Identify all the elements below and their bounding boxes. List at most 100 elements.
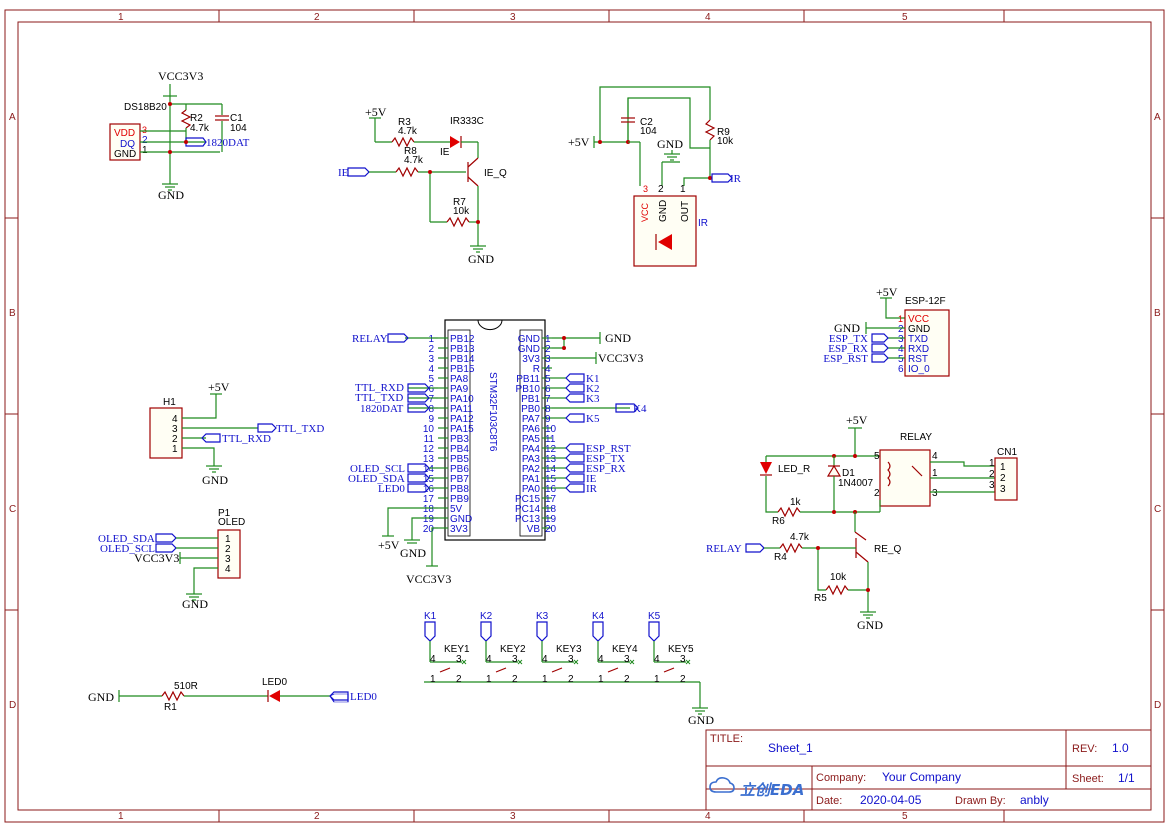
svg-text:1: 1 <box>680 184 686 195</box>
svg-text:2: 2 <box>456 674 462 685</box>
mcu-right-pin-num: 13 <box>545 454 557 465</box>
svg-text:R6: R6 <box>772 516 785 527</box>
outer-frame <box>4 9 1165 823</box>
net-flag <box>565 443 585 453</box>
mcu-left-pin-num: 15 <box>423 474 435 485</box>
svg-text:GND: GND <box>400 546 426 560</box>
mcu-right-pin-label: PB1 <box>521 394 540 405</box>
net-flag <box>565 483 585 493</box>
cloud-logo-icon <box>709 777 735 793</box>
svg-text:Sheet_1: Sheet_1 <box>768 741 813 755</box>
svg-text:1: 1 <box>118 811 124 822</box>
mcu-right-net-label: ESP_RST <box>586 443 631 455</box>
mcu-right-pin-num: 20 <box>545 524 557 535</box>
svg-text:4: 4 <box>705 12 711 23</box>
mcu-left-pin-num: 6 <box>428 384 434 395</box>
svg-text:+5V: +5V <box>876 285 898 299</box>
svg-text:+5V: +5V <box>208 380 230 394</box>
mcu-right-pin-num: 18 <box>545 504 557 515</box>
svg-text:510R: 510R <box>174 681 198 692</box>
svg-text:1820DAT: 1820DAT <box>360 403 404 415</box>
mcu-right-net-label: K5 <box>586 413 600 425</box>
svg-text:VCC3V3: VCC3V3 <box>134 551 179 565</box>
key-net-flag <box>592 621 604 642</box>
mcu-left-pin-label: PA10 <box>450 394 474 405</box>
mcu-left-pin-num: 3 <box>428 354 434 365</box>
mcu-left-pin-num: 16 <box>423 484 435 495</box>
led0-block: GND 510R R1 LED0 LED0 <box>88 677 377 713</box>
svg-text:3: 3 <box>680 654 686 665</box>
mcu-right-net-label: IR <box>586 483 598 495</box>
mcu-right-net-label: K2 <box>586 383 599 395</box>
svg-text:3: 3 <box>456 654 462 665</box>
svg-text:4: 4 <box>598 654 604 665</box>
svg-text:GND: GND <box>88 690 114 704</box>
title-block: TITLE: Sheet_1 REV: 1.0 Company: Your Co… <box>705 729 1152 811</box>
svg-text:1: 1 <box>486 674 492 685</box>
relay-block: +5V LED_R 1k R6 D1 1N4007 RELAY 5 4 1 3 … <box>706 413 1018 632</box>
mcu-left-pin-label: 3V3 <box>450 524 468 535</box>
mcu-right-pin-num: 1 <box>545 334 551 345</box>
mcu-right-pin-label: PB11 <box>516 374 540 385</box>
eda-logo-text: 立创EDA <box>740 781 804 799</box>
svg-text:H1: H1 <box>163 397 176 408</box>
svg-text:OLED_SCL: OLED_SCL <box>350 463 405 475</box>
svg-text:2: 2 <box>512 674 518 685</box>
mcu-left-pin-label: PB15 <box>450 364 475 375</box>
svg-text:ESP-12F: ESP-12F <box>905 296 946 307</box>
svg-text:5: 5 <box>874 451 880 462</box>
svg-text:GND: GND <box>605 331 631 345</box>
svg-text:C: C <box>1154 504 1161 515</box>
svg-text:Your Company: Your Company <box>882 770 961 784</box>
mcu-right-pin-label: R <box>533 364 540 375</box>
svg-text:+5V: +5V <box>568 135 590 149</box>
svg-text:OLED: OLED <box>218 517 245 528</box>
mcu-right-pin-num: 6 <box>545 384 551 395</box>
svg-text:OUT: OUT <box>680 201 691 222</box>
svg-text:R9: R9 <box>717 127 730 138</box>
svg-text:2: 2 <box>142 135 148 146</box>
svg-text:GND: GND <box>857 618 883 632</box>
mcu-right-pin-num: 15 <box>545 474 557 485</box>
svg-text:3: 3 <box>932 488 938 499</box>
mcu-right-pin-num: 2 <box>545 344 551 355</box>
mcu-right-pin-num: 19 <box>545 514 557 525</box>
svg-text:1: 1 <box>1000 462 1006 473</box>
svg-text:STM32F103C8T6: STM32F103C8T6 <box>487 372 498 452</box>
svg-text:1: 1 <box>118 12 124 23</box>
svg-text:D: D <box>9 700 16 711</box>
esp-pin-num: 5 <box>898 354 904 365</box>
svg-text:GND: GND <box>202 473 228 487</box>
svg-text:GND: GND <box>182 597 208 611</box>
svg-text:B: B <box>9 308 16 319</box>
svg-text:VCC: VCC <box>640 202 650 222</box>
mcu-left-pin-num: 10 <box>423 424 435 435</box>
mcu-right-net-label: IE <box>586 473 597 485</box>
svg-text:1N4007: 1N4007 <box>838 478 873 489</box>
mcu-right-pin-label: PC15 <box>515 494 540 505</box>
svg-text:4: 4 <box>430 654 436 665</box>
mcu-left-pin-label: PB5 <box>450 454 469 465</box>
svg-text:1820DAT: 1820DAT <box>206 137 250 149</box>
svg-text:+5V: +5V <box>846 413 868 427</box>
svg-text:4: 4 <box>654 654 660 665</box>
svg-text:4: 4 <box>542 654 548 665</box>
svg-text:RELAY: RELAY <box>352 333 388 345</box>
mcu-right-pin-label: PB0 <box>521 404 540 415</box>
net-flag <box>565 393 585 403</box>
mcu-left-pin-label: 5V <box>450 504 463 515</box>
key-net-label: K1 <box>424 611 437 622</box>
svg-text:4: 4 <box>172 414 178 425</box>
oled-connector-block: P1 OLED 1 2 3 4 OLED_SDA OLED_SCL VCC3V3… <box>98 508 245 611</box>
esp-pin-num: 3 <box>898 334 904 345</box>
svg-text:4.7k: 4.7k <box>190 123 210 134</box>
svg-text:A: A <box>9 112 16 123</box>
svg-text:C: C <box>9 504 16 515</box>
net-flag <box>565 373 585 383</box>
net-flag <box>565 473 585 483</box>
mcu-right-pin-num: 5 <box>545 374 551 385</box>
mcu-right-pin-num: 8 <box>545 404 551 415</box>
